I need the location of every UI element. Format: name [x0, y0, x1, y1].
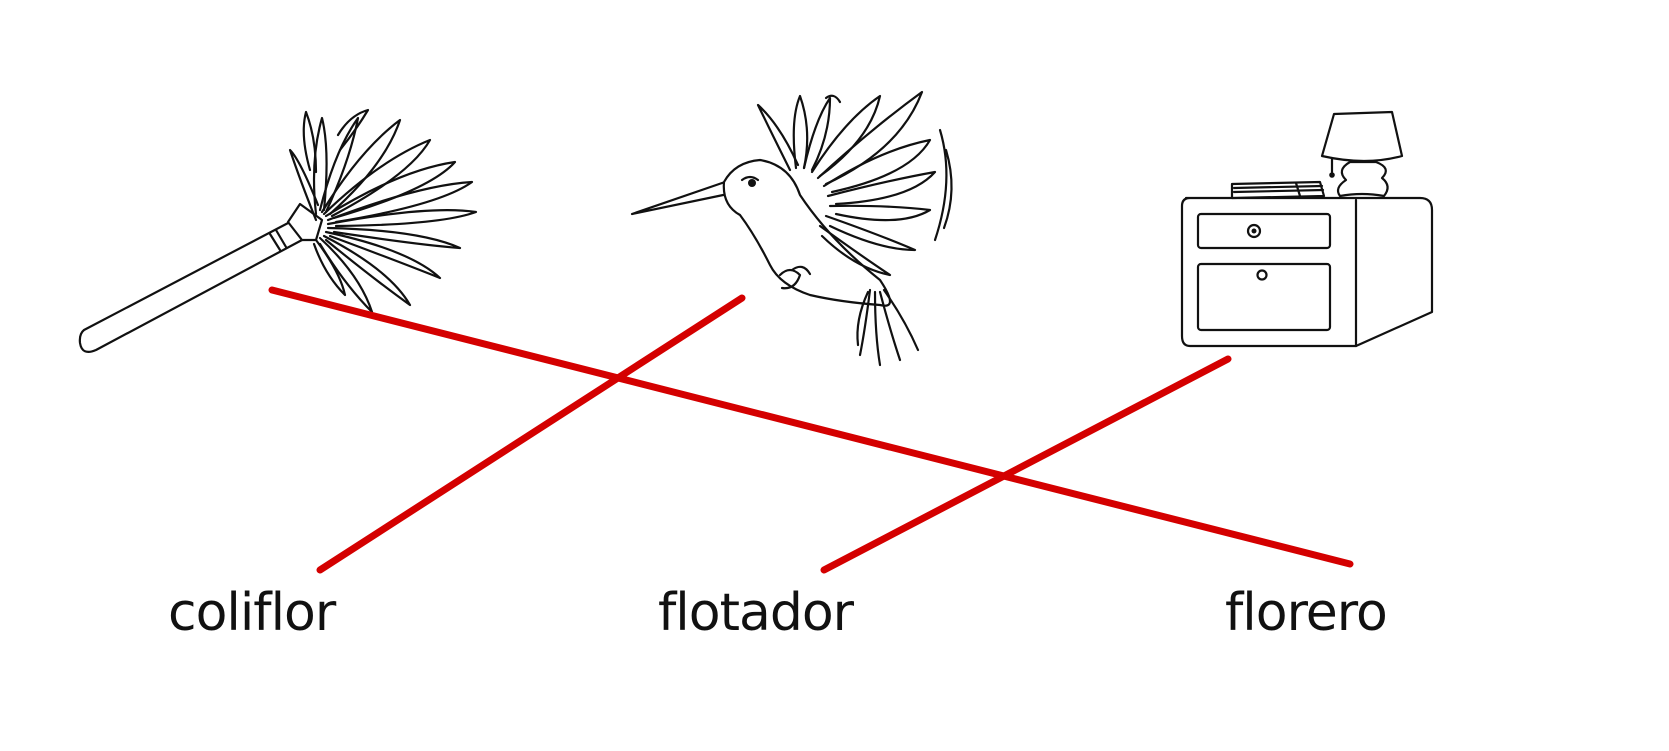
hummingbird-icon[interactable]	[630, 90, 953, 367]
feather-duster-icon[interactable]	[78, 108, 478, 353]
match-lines	[268, 286, 1354, 574]
nightstand-icon[interactable]	[1180, 110, 1434, 348]
word-coliflor[interactable]: coliflor	[168, 583, 338, 643]
word-florero[interactable]: florero	[1225, 583, 1388, 643]
match-line-mesita-flotador	[820, 355, 1232, 574]
match-line-colibri-coliflor	[316, 294, 746, 574]
match-line-plumero-florero	[268, 286, 1354, 568]
word-flotador[interactable]: flotador	[658, 583, 856, 643]
